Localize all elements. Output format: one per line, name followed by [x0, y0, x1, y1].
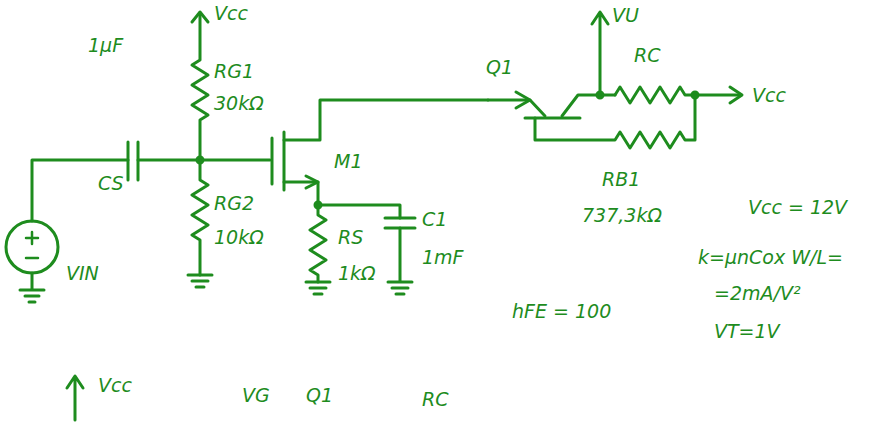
ground-symbol [20, 273, 44, 302]
output-node [592, 12, 608, 95]
circuit-label: M1 [332, 150, 364, 172]
circuit-label: Vcc [212, 2, 250, 24]
circuit-label: RB1 [600, 168, 642, 190]
circuit-label: VT=1V [712, 320, 782, 342]
ground-symbol [388, 228, 412, 294]
circuit-label: k=μnCox W/L= [696, 246, 845, 268]
circuit-label: 10kΩ [212, 226, 266, 248]
circuit-label: RG1 [212, 60, 256, 82]
circuit-label: 737,3kΩ [580, 204, 664, 226]
wire [284, 100, 488, 140]
resistor-symbol [192, 14, 208, 160]
mosfet-gate [271, 138, 274, 184]
resistor-symbol [310, 205, 326, 282]
circuit-label: RS [336, 226, 365, 248]
circuit-label: 30kΩ [212, 92, 266, 114]
circuit-label: RC [632, 44, 662, 66]
wire [32, 160, 128, 221]
supply-arrow [192, 12, 208, 22]
resistor-symbol [615, 87, 740, 103]
ground-symbol [188, 275, 212, 287]
capacitor-symbol [128, 142, 138, 180]
circuit-label: VG [240, 384, 272, 406]
bjt-collector [562, 95, 615, 116]
circuit-label: Q1 [304, 384, 335, 406]
circuit-label: VIN [64, 262, 101, 284]
source-arrow [306, 176, 318, 188]
circuit-label: hFE = 100 [510, 300, 613, 322]
circuit-label: Vcc [750, 84, 788, 106]
circuit-label: 1mF [420, 246, 466, 268]
circuit-label: =2mA/V² [712, 282, 803, 304]
ground-symbol [306, 282, 330, 294]
supply-arrow [730, 87, 742, 103]
wire [318, 205, 400, 218]
bjt-base-bar [525, 117, 580, 120]
circuit-label: Vcc [96, 374, 134, 396]
supply-arrow [67, 376, 83, 420]
wire [488, 99, 528, 102]
circuit-label: VU [610, 4, 641, 26]
bjt-emitter [530, 100, 545, 116]
circuit-label: 1μF [86, 34, 125, 56]
circuit-label: Vcc = 12V [746, 196, 849, 218]
source-sign [26, 232, 38, 258]
resistor-symbol [192, 160, 208, 275]
circuit-label: 1kΩ [336, 262, 378, 284]
circuit-label: RG2 [212, 192, 256, 214]
circuit-label: RC [420, 388, 450, 410]
voltage-source [6, 221, 58, 273]
circuit-label: Q1 [484, 56, 515, 78]
resistor-symbol [535, 95, 695, 148]
circuit-label: C1 [420, 208, 449, 230]
emitter-arrow [516, 92, 530, 108]
circuit-label: CS [96, 172, 126, 194]
